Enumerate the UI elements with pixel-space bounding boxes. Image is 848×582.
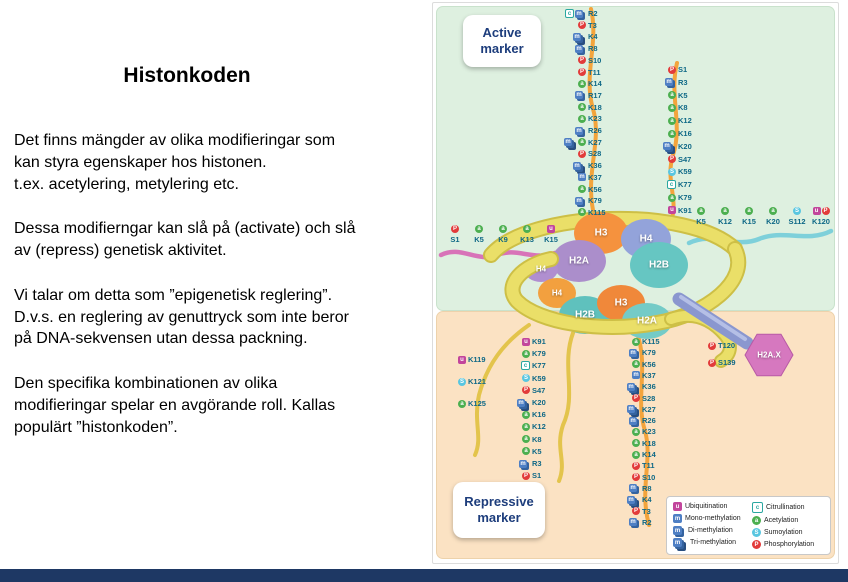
acetylation-icon: a bbox=[752, 516, 761, 525]
linker-dna-rod bbox=[672, 292, 754, 350]
h3-tail-line-bottom bbox=[635, 331, 651, 527]
h4-tail-line-bottom bbox=[557, 331, 575, 483]
linker-dna-rod-highlight bbox=[679, 295, 747, 341]
legend-item-label: Citrullination bbox=[766, 504, 805, 511]
h4-tail-line-top bbox=[668, 61, 679, 223]
histone-h4-orange-blob bbox=[538, 278, 576, 308]
slide-footer-bar bbox=[0, 569, 848, 582]
sumoylation-icon: S bbox=[752, 528, 761, 537]
legend-item-label: Ubiquitination bbox=[685, 503, 728, 510]
active-marker-label: Active marker bbox=[463, 15, 541, 67]
repressive-marker-label: Repressive marker bbox=[453, 482, 545, 538]
phosphorylation-icon: P bbox=[752, 540, 761, 549]
di-methylation-icon: m bbox=[673, 526, 682, 535]
mono-methylation-icon: m bbox=[673, 514, 682, 523]
active-marker-text: Active marker bbox=[480, 24, 524, 56]
paragraph-epigenetic-regulation: Vi talar om detta som ”epigenetisk regle… bbox=[14, 286, 349, 348]
page-title: Histonkoden bbox=[123, 64, 251, 87]
histone-h2a-blob bbox=[552, 240, 606, 282]
legend-item-label: Sumoylation bbox=[764, 529, 803, 536]
citrullination-icon: c bbox=[752, 502, 763, 513]
text-column: Histonkoden Det finns mängder av olika m… bbox=[14, 64, 434, 461]
dna-ribbon bbox=[506, 243, 745, 333]
h2ax-hexagon bbox=[744, 333, 794, 377]
ubiquitination-icon: u bbox=[673, 502, 682, 511]
legend-item-label: Di-methylation bbox=[688, 527, 733, 534]
h2a-c-tail-line-bottom-left bbox=[473, 323, 531, 457]
legend-item: m Di-methylation bbox=[673, 526, 746, 535]
repressive-marker-text: Repressive marker bbox=[464, 493, 534, 525]
legend-item-label: Acetylation bbox=[764, 517, 799, 524]
paragraph-modifications: Det finns mängder av olika modifieringar… bbox=[14, 132, 336, 193]
paragraph-activate-repress: Dessa modifierngar kan slå på (activate)… bbox=[14, 220, 356, 259]
legend-item-label: Phosphorylation bbox=[764, 541, 815, 548]
h3-tail-line-top bbox=[587, 7, 598, 221]
legend-item-label: Tri-methylation bbox=[690, 539, 737, 546]
histone-h2b-blob bbox=[630, 242, 688, 288]
nucleosome-illustration bbox=[438, 7, 834, 527]
legend-item: m Tri-methylation bbox=[673, 538, 746, 547]
paragraph-histone-code: Den specifika kombinationen av olika mod… bbox=[14, 375, 336, 436]
legend-item-label: Mono-methylation bbox=[685, 515, 741, 522]
tri-methylation-icon: m bbox=[673, 538, 682, 547]
